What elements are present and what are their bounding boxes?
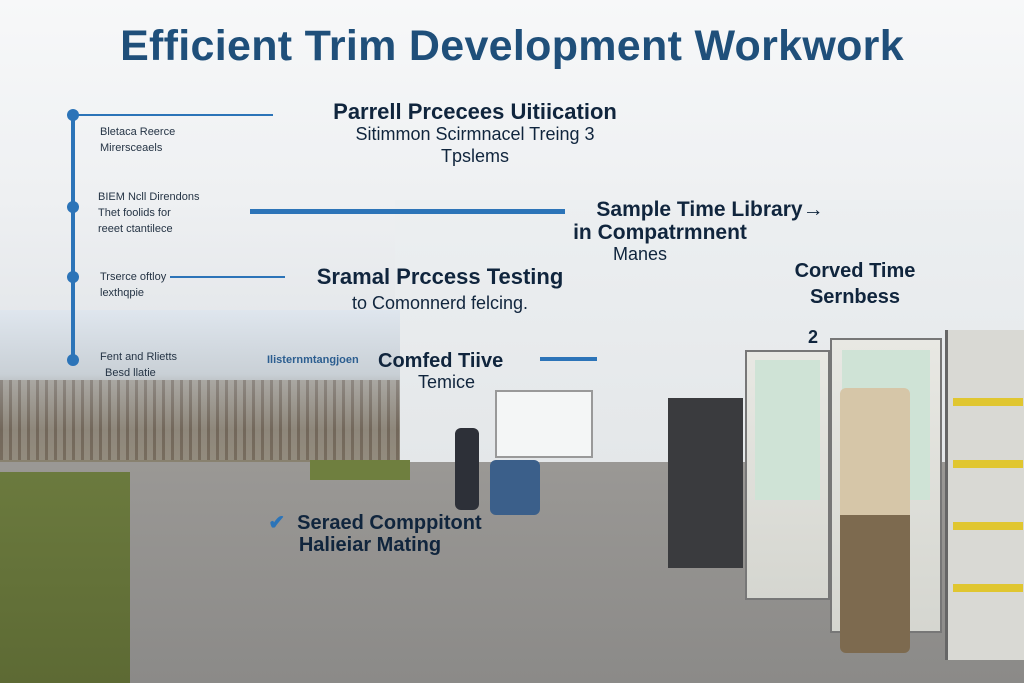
connector-arrow xyxy=(170,276,285,278)
callout-process: Sramal Prccess Testing to Comonnerd felc… xyxy=(290,264,590,315)
callout-comfed: Comfed Tiive Temice xyxy=(378,350,503,394)
timeline-text: Trserce oftloy xyxy=(100,271,167,283)
timeline-item-1: Bletaca Reerce Mirersceaels xyxy=(100,125,175,157)
step-number: 2 xyxy=(808,327,819,347)
callout-sample: Sample Time Library→ in Compatrmnent Man… xyxy=(560,198,860,266)
grass-strip xyxy=(310,460,410,480)
callout-subtext: Tpslems xyxy=(440,145,509,166)
timeline-dot xyxy=(67,201,79,213)
equipment-console xyxy=(668,398,743,568)
checkmark-icon: ✔ xyxy=(268,512,286,534)
callout-subtext: in Compatrmnent xyxy=(573,221,747,245)
storage-rack xyxy=(945,330,1024,660)
arrow-right-icon: → xyxy=(802,198,824,221)
timeline-text: BIEM Ncll Direndons xyxy=(98,191,200,203)
callout-heading: Seraed Comppitont xyxy=(297,512,482,534)
callout-heading: Parrell Prcecees Uitiication xyxy=(333,99,617,124)
callout-subtext: to Comonnerd felcing. xyxy=(351,293,529,314)
timeline-dot xyxy=(67,271,79,283)
timeline-text: Mirersceaels xyxy=(100,141,163,154)
timeline-text: Besd llatie xyxy=(105,366,156,379)
callout-heading: Corved Time xyxy=(794,260,916,282)
timeline-item-4: Fent and Rlietts Besd llatie xyxy=(100,350,177,382)
timeline-text: lexthqpie xyxy=(100,286,145,299)
whiteboard xyxy=(495,390,593,458)
cabinet-1 xyxy=(745,350,830,600)
person-kneeling xyxy=(490,460,540,515)
page-title: Efficient Trim Development Workwork xyxy=(120,22,904,70)
connector-bar xyxy=(540,357,597,361)
callout-subtext: Manes xyxy=(612,244,668,265)
timeline-dot xyxy=(67,354,79,366)
callout-subtext: Halieiar Mating xyxy=(298,534,442,556)
timeline-item-2: BIEM Ncll Direndons Thet foolids for ree… xyxy=(98,190,199,238)
callout-subtext: Temice xyxy=(418,372,476,392)
callout-parallel: Parrell Prcecees Uitiication Sitimmon Sc… xyxy=(300,99,650,167)
person-standing xyxy=(455,428,479,510)
callout-heading: Comfed Tiive xyxy=(378,350,504,372)
grass xyxy=(0,472,130,683)
connector-arrow xyxy=(78,114,273,116)
connector-bar xyxy=(250,209,565,214)
timeline-text: reeet ctantilece xyxy=(98,222,173,235)
small-label: Ilisternmtangjoen xyxy=(267,354,359,366)
timeline-line xyxy=(71,115,75,365)
timeline-text: Fent and Rlietts xyxy=(100,351,178,363)
timeline-text: Thet foolids for xyxy=(98,206,171,219)
callout-serased: ✔ Seraed Comppitont Halieiar Mating xyxy=(245,512,505,556)
callout-heading: Sramal Prccess Testing xyxy=(316,264,564,289)
callout-subtext: Sitimmon Scirmnacel Treing 3 xyxy=(355,124,595,145)
timeline-item-3: Trserce oftloy lexthqpie xyxy=(100,270,166,302)
timeline-text: Bletaca Reerce xyxy=(100,126,176,138)
timeline-dot xyxy=(67,109,79,121)
callout-curved: Corved Time Sernbess xyxy=(760,260,950,308)
callout-heading: Sample Time Library xyxy=(596,198,803,221)
callout-subtext: Sernbess xyxy=(809,286,901,308)
trees xyxy=(0,380,400,460)
person-at-cabinet xyxy=(840,388,910,653)
